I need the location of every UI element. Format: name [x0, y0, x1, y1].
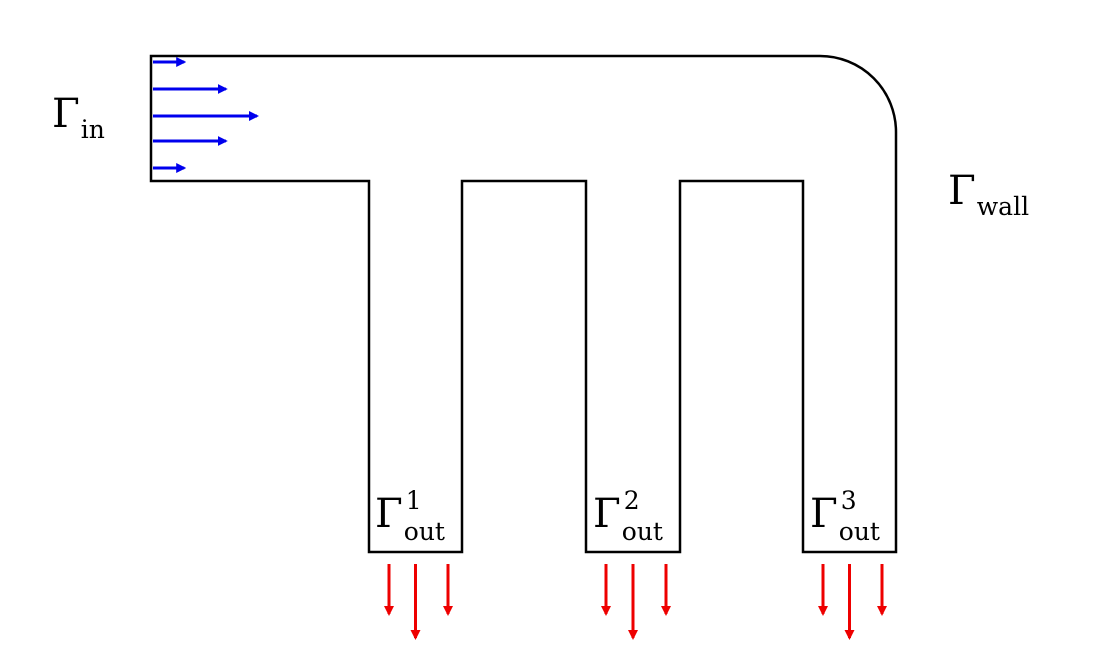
gamma-wall-label: Γwall — [948, 168, 1030, 221]
outflow-arrows — [384, 564, 887, 640]
domain-outline — [149, 54, 898, 554]
inflow-arrows — [153, 57, 259, 173]
gamma-in-label: Γin — [52, 91, 105, 144]
